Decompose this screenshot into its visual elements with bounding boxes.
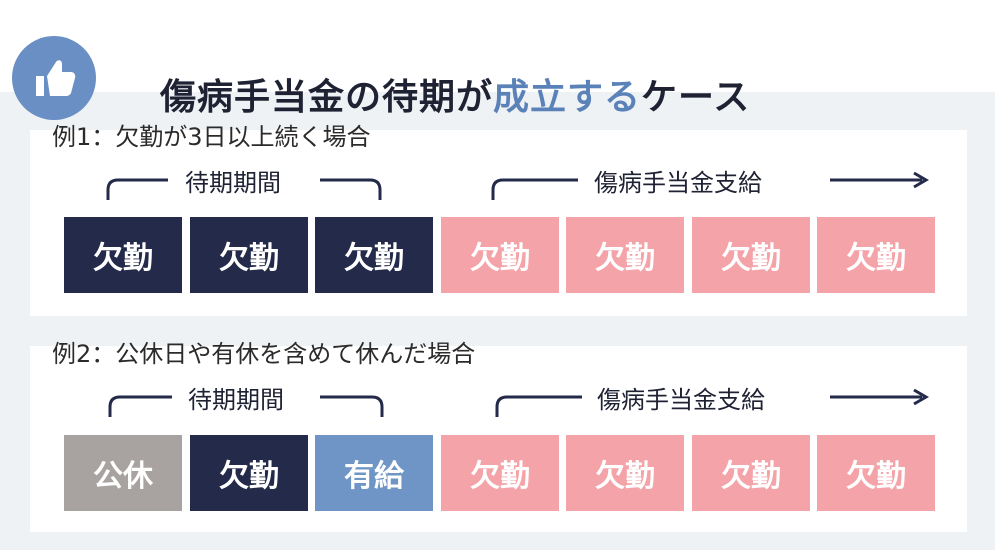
- thumbs-up-icon: [12, 36, 96, 120]
- example1-label: 例1：欠勤が3日以上続く場合: [52, 123, 371, 151]
- example1-day-box-7: 欠勤: [817, 217, 935, 293]
- example2-day-box-7: 欠勤: [817, 435, 935, 511]
- example2-day-box-4: 欠勤: [441, 435, 559, 511]
- example1-day-box-3: 欠勤: [315, 217, 433, 293]
- example2-day-box-5: 欠勤: [566, 435, 684, 511]
- title-part2: ケース: [641, 77, 751, 118]
- example2-payment-label: 傷病手当金支給: [587, 380, 775, 415]
- example2-day-box-1: 公休: [64, 435, 182, 511]
- example2-day-box-2: 欠勤: [190, 435, 308, 511]
- example2-day-box-3: 有給: [315, 435, 433, 511]
- title-part1: 傷病手当金の待期が: [160, 77, 494, 118]
- title-accent: 成立する: [493, 77, 642, 118]
- example1-day-box-4: 欠勤: [441, 217, 559, 293]
- example1-day-box-6: 欠勤: [692, 217, 810, 293]
- example1-payment-label: 傷病手当金支給: [584, 163, 772, 198]
- example2-waiting-label: 待期期間: [178, 380, 294, 415]
- example2-day-box-6: 欠勤: [692, 435, 810, 511]
- example1-day-box-5: 欠勤: [566, 217, 684, 293]
- example1-waiting-label: 待期期間: [175, 163, 291, 198]
- example1-day-box-2: 欠勤: [190, 217, 308, 293]
- example1-day-box-1: 欠勤: [64, 217, 182, 293]
- example2-label: 例2：公休日や有休を含めて休んだ場合: [52, 340, 476, 368]
- header: 傷病手当金の待期が成立するケース: [0, 30, 995, 120]
- page-title: 傷病手当金の待期が成立するケース: [160, 68, 750, 120]
